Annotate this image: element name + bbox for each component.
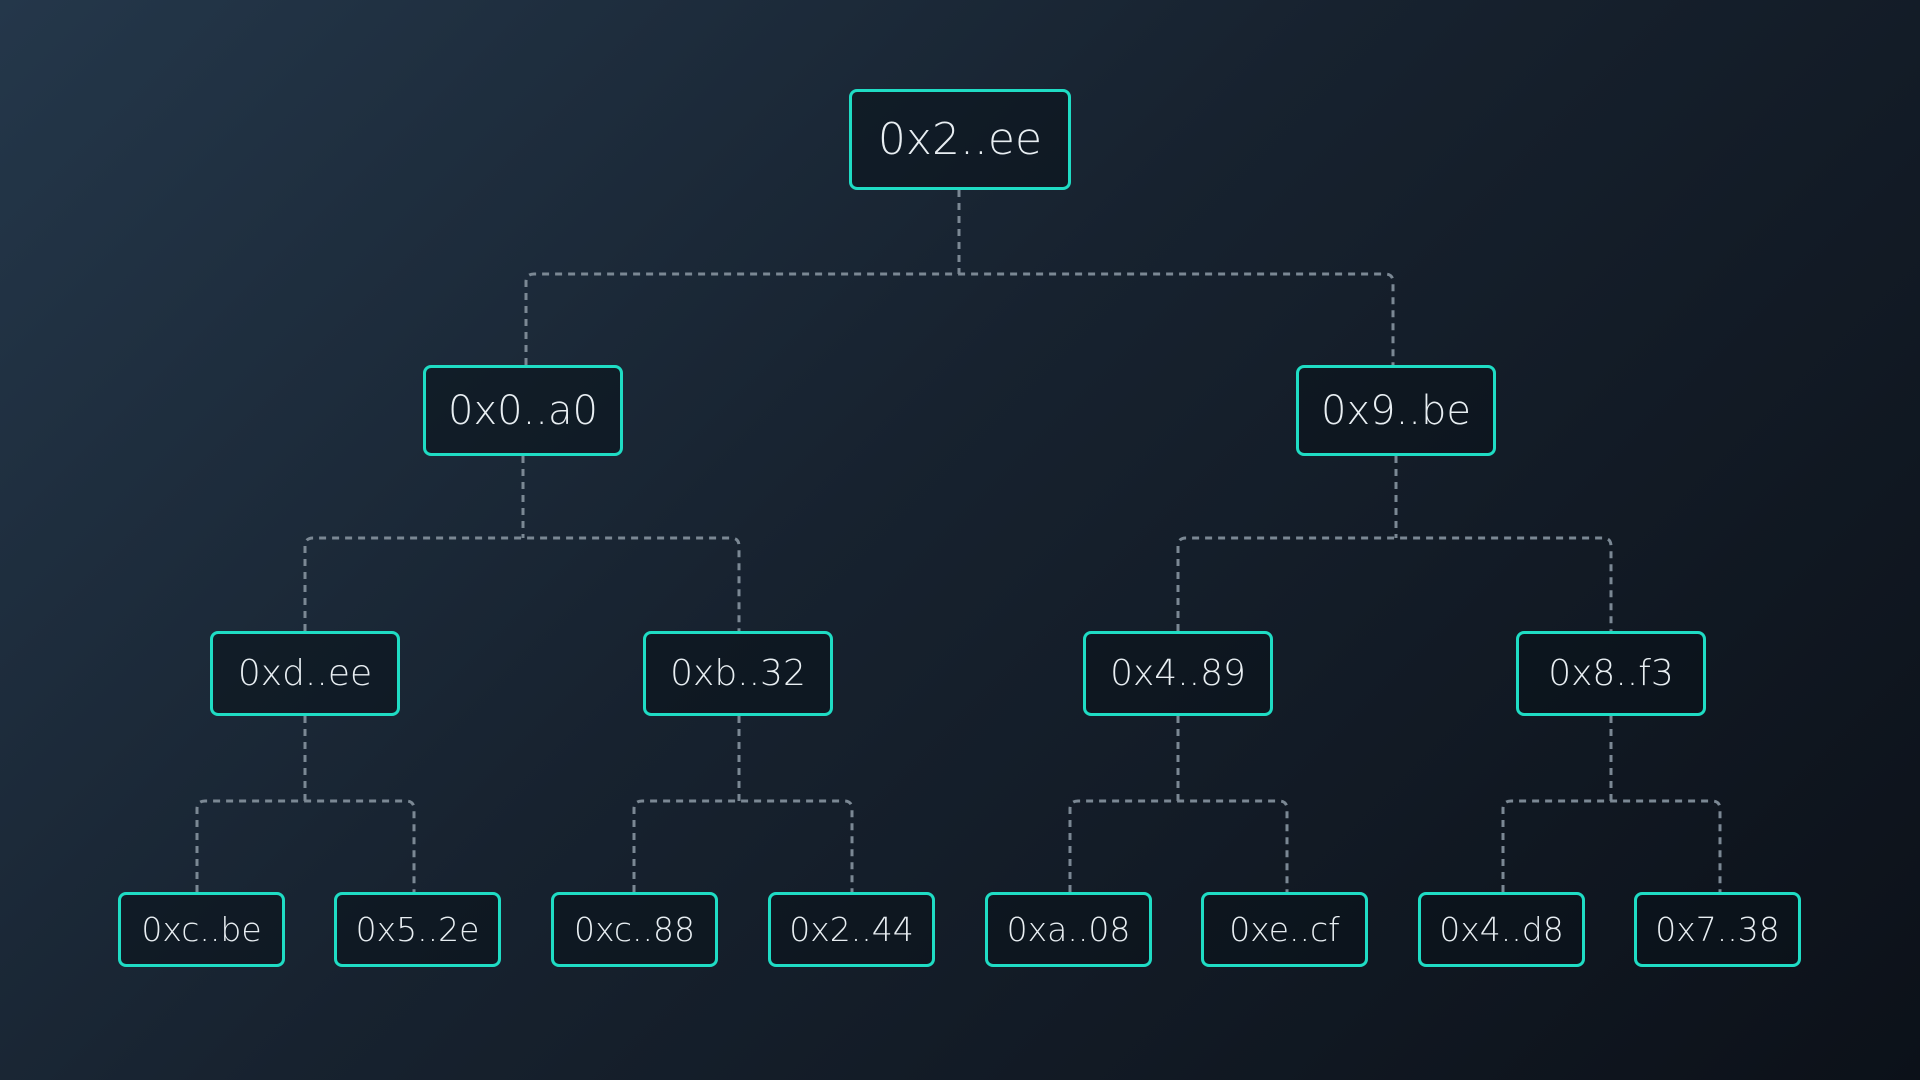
leaf-node: 0x4..d8	[1418, 892, 1585, 967]
leaf-node: 0xc..88	[551, 892, 718, 967]
level2-node: 0xb..32	[643, 631, 833, 716]
connector-line	[524, 190, 1395, 365]
level2-node: 0xd..ee	[210, 631, 400, 716]
level2-node: 0x4..89	[1083, 631, 1273, 716]
leaf-node: 0x5..2e	[334, 892, 501, 967]
connector-line	[1068, 716, 1289, 892]
leaf-node: 0xc..be	[118, 892, 285, 967]
connector-line	[1176, 456, 1613, 631]
level1-node: 0x0..a0	[423, 365, 623, 456]
leaf-node: 0xa..08	[985, 892, 1152, 967]
connector-line	[1501, 716, 1722, 892]
root-node: 0x2..ee	[849, 89, 1071, 190]
leaf-node: 0xe..cf	[1201, 892, 1368, 967]
level1-node: 0x9..be	[1296, 365, 1496, 456]
connector-line	[303, 456, 741, 631]
connector-line	[195, 716, 416, 892]
connector-line	[632, 716, 854, 892]
leaf-node: 0x7..38	[1634, 892, 1801, 967]
level2-node: 0x8..f3	[1516, 631, 1706, 716]
leaf-node: 0x2..44	[768, 892, 935, 967]
